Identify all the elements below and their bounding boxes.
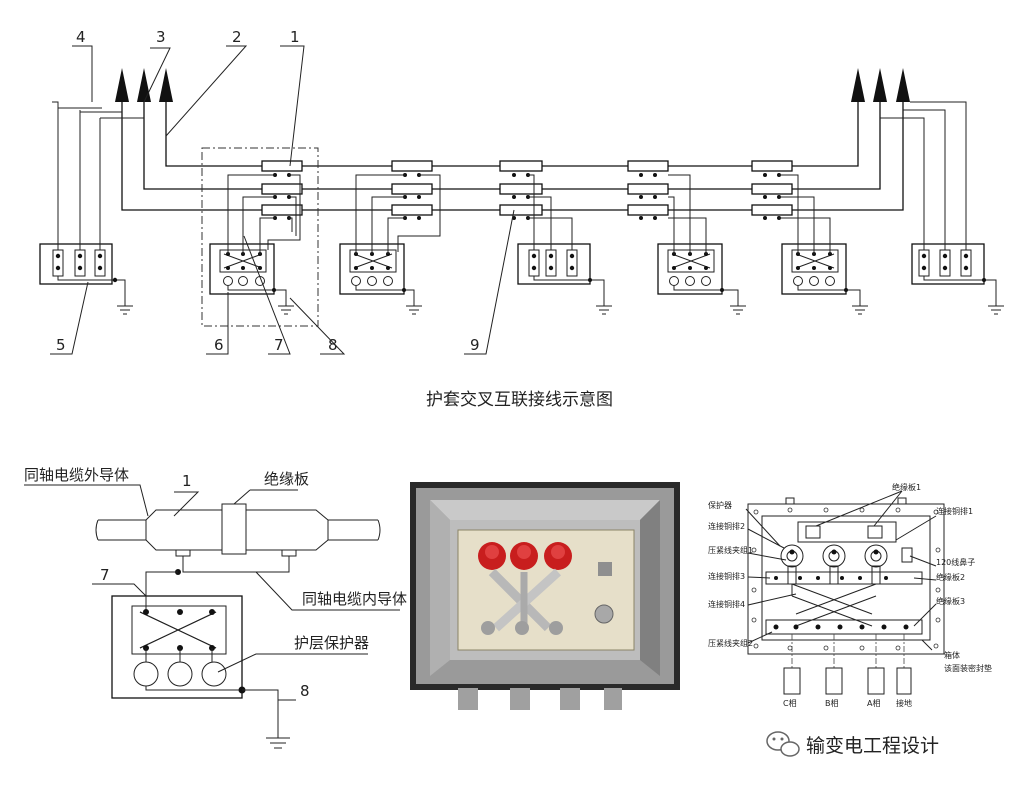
top-diagram-caption: 护套交叉互联接线示意图: [426, 390, 613, 410]
label-phase-b: B相: [825, 698, 839, 708]
direct-ground-box: [517, 174, 612, 315]
callout-1: 1: [290, 28, 300, 46]
label-number-7: 7: [100, 566, 110, 584]
box-structure-drawing: 保护器 连接铜排2 压紧线夹组1 连接铜排3 连接铜排4 压紧线夹组2 绝缘板1…: [708, 482, 992, 708]
label-120-lug: 120线鼻子: [936, 557, 975, 567]
label-seal-face: 该面装密封垫: [944, 663, 992, 673]
callout-8: 8: [328, 336, 338, 354]
watermark: 输变电工程设计: [766, 731, 939, 757]
label-phase-a: A相: [867, 698, 880, 708]
left-ground-box: [39, 101, 144, 315]
label-insulation-plate-2: 绝缘板2: [936, 572, 965, 582]
label-copper-bar-2: 连接铜排2: [708, 521, 745, 531]
callout-6: 6: [214, 336, 224, 354]
watermark-text: 输变电工程设计: [806, 735, 939, 757]
cross-bond-box-1: [209, 174, 301, 315]
label-insulation-plate-3: 绝缘板3: [936, 596, 965, 606]
left-terminations: [115, 68, 173, 102]
label-outer-conductor: 同轴电缆外导体: [24, 466, 129, 484]
label-number-8: 8: [300, 682, 310, 700]
cross-bond-box-2: [339, 174, 441, 315]
label-copper-bar-1: 连接铜排1: [936, 506, 973, 516]
label-protector: 保护器: [708, 500, 732, 510]
callout-4: 4: [76, 28, 86, 46]
label-insulation-plate-1: 绝缘板1: [892, 482, 921, 492]
label-phase-c: C相: [783, 698, 797, 708]
cross-bond-box-3: [657, 174, 746, 315]
callout-7: 7: [274, 336, 284, 354]
main-conductors: [121, 102, 904, 211]
cable-joints: [261, 160, 793, 216]
cross-bond-box-4: [779, 174, 868, 315]
highlight-frame: [201, 147, 319, 327]
label-insulation-plate: 绝缘板: [264, 470, 309, 488]
right-terminations: [851, 68, 910, 102]
callout-leaders: [50, 45, 515, 355]
label-number-1: 1: [182, 472, 192, 490]
right-ground-box: [880, 101, 1004, 315]
label-clamp-group-2: 压紧线夹组2: [708, 638, 753, 648]
label-copper-bar-4: 连接铜排4: [708, 599, 745, 609]
label-box-body: 箱体: [944, 650, 960, 660]
label-copper-bar-3: 连接铜排3: [708, 571, 745, 581]
callout-numbers: 4 3 2 1 5 6 7 8 9: [56, 28, 480, 354]
coaxial-connection-diagram: 同轴电缆外导体 1 绝缘板 同轴电缆内导体 7 护层保护器 8: [24, 466, 407, 749]
label-inner-conductor: 同轴电缆内导体: [302, 590, 407, 608]
cross-bonding-box-photo: [410, 482, 680, 710]
label-sheath-protector: 护层保护器: [294, 634, 369, 652]
joint-dots: [273, 173, 781, 220]
callout-2: 2: [232, 28, 242, 46]
callout-5: 5: [56, 336, 66, 354]
label-ground: 接地: [896, 698, 912, 708]
wechat-icon: [766, 731, 800, 757]
callout-3: 3: [156, 28, 166, 46]
label-clamp-group-1: 压紧线夹组1: [708, 545, 753, 555]
callout-9: 9: [470, 336, 480, 354]
top-wiring-diagram: 4 3 2 1 5 6 7 8 9 护套交叉互联接线示意图: [39, 28, 1004, 410]
